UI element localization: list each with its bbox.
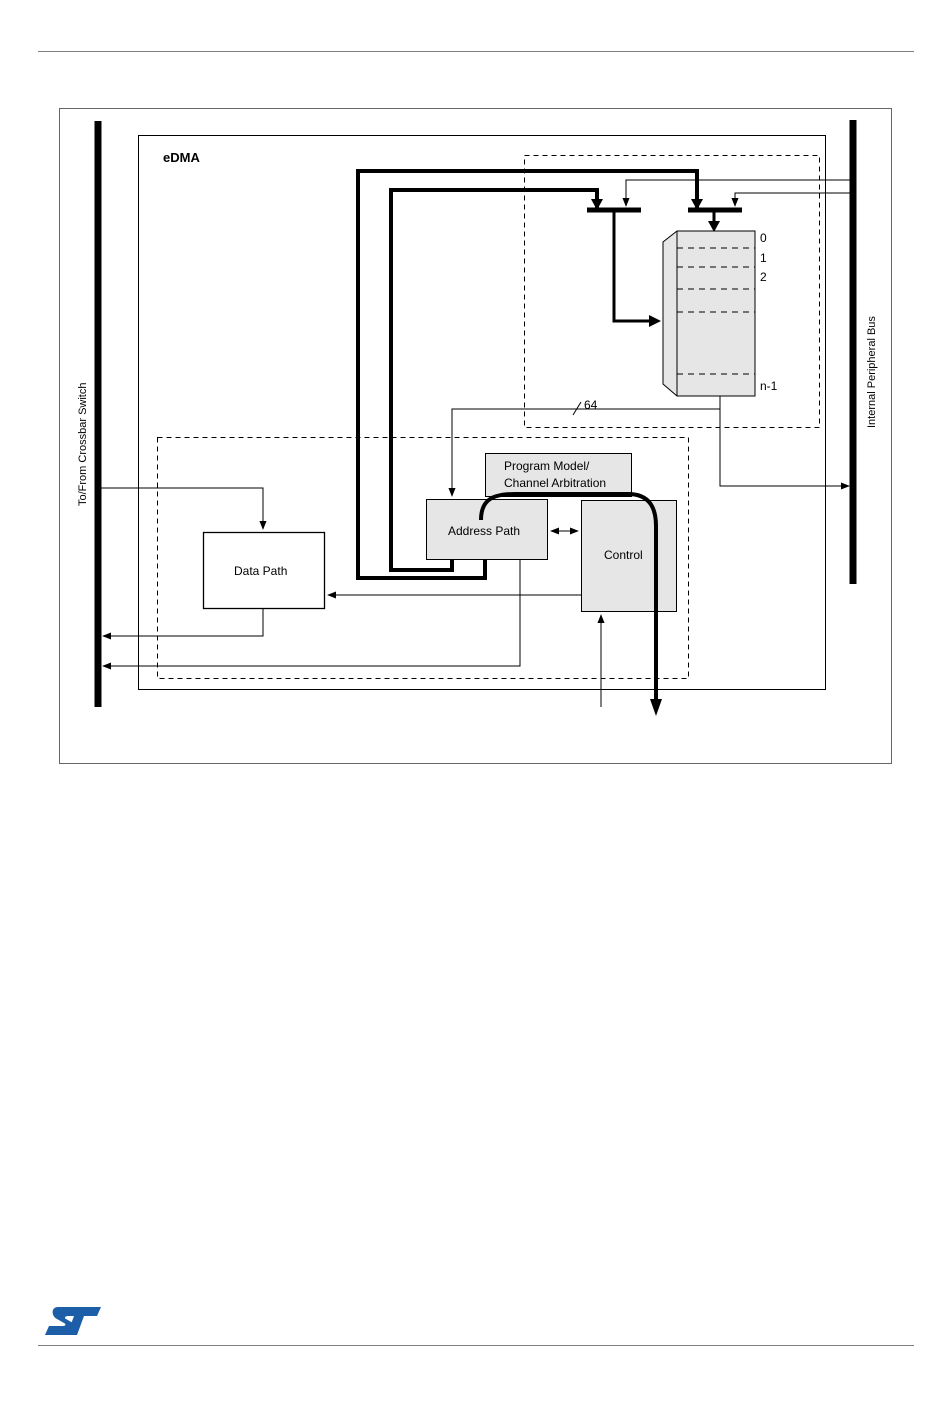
st-logo-icon: [44, 1306, 102, 1336]
footer-rule: [38, 1345, 914, 1346]
mux-left-output: [614, 212, 652, 321]
peripheral-bus-label: Internal Peripheral Bus: [866, 316, 878, 428]
crossbar-bus-label: To/From Crossbar Switch: [77, 383, 89, 506]
channel-label-1: 1: [760, 251, 767, 265]
memory-to-peripheral-bus: [720, 409, 849, 486]
data-path-to-crossbar: [103, 609, 263, 636]
address-path-label: Address Path: [448, 524, 520, 538]
channel-label-n-1: n-1: [760, 379, 778, 393]
data-path-label: Data Path: [234, 564, 287, 578]
program-model-label-line2: Channel Arbitration: [504, 476, 606, 490]
figure-frame: [60, 109, 892, 764]
bus-width-label: 64: [584, 398, 598, 412]
program-model-label-line1: Program Model/: [504, 459, 590, 473]
mux-left-output-arrowhead: [649, 315, 661, 327]
channel-label-0: 0: [760, 231, 767, 245]
edma-label: eDMA: [163, 150, 200, 165]
edma-block-diagram: eDMA To/From Crossbar Switch Internal Pe…: [0, 0, 950, 800]
control-label: Control: [604, 548, 643, 562]
bus-feed-right: [735, 193, 850, 206]
mux-right-output-arrowhead: [708, 221, 720, 232]
control-flow-arrowhead: [650, 699, 662, 716]
crossbar-to-data-path: [101, 488, 263, 529]
channel-label-2: 2: [760, 270, 767, 284]
